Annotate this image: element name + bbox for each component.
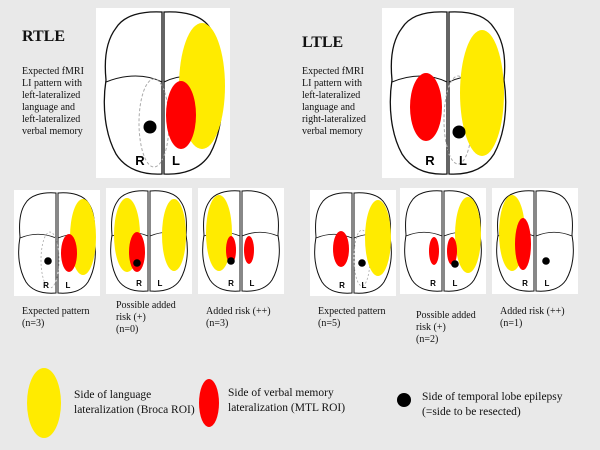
hemisphere-label-r: R bbox=[425, 153, 435, 168]
ltle-brain-panel: R L bbox=[382, 8, 514, 178]
ltle-added-risk-caption: Added risk (++) (n=1) bbox=[500, 306, 565, 329]
epilepsy-side-dot bbox=[143, 120, 157, 134]
ltle-added-risk-panel: R L bbox=[492, 188, 578, 294]
memory-lateralization-oval bbox=[61, 234, 77, 272]
rtle-brain-panel: R L bbox=[96, 8, 230, 178]
rtle-added-risk-caption: Added risk (++) (n=3) bbox=[206, 306, 271, 329]
hemisphere-label-r: R bbox=[430, 279, 436, 288]
hemisphere-label-r: R bbox=[136, 279, 142, 288]
legend-epilepsy-label: Side of temporal lobe epilepsy (=side to… bbox=[422, 391, 563, 418]
language-lateralization-oval bbox=[460, 30, 504, 156]
language-lateralization-oval bbox=[206, 195, 232, 271]
brain-diagram: R L bbox=[202, 190, 280, 292]
epilepsy-side-dot bbox=[133, 259, 141, 267]
rtle-expected-caption: Expected pattern (n=3) bbox=[22, 306, 90, 329]
memory-lateralization-oval bbox=[410, 73, 442, 141]
rtle-possible-risk-caption: Possible added risk (+) (n=0) bbox=[116, 300, 176, 335]
legend-epilepsy-symbol bbox=[397, 393, 411, 407]
brain-diagram: R L bbox=[496, 190, 574, 292]
hemisphere-label-l: L bbox=[459, 153, 467, 168]
hemisphere-label-r: R bbox=[339, 281, 345, 290]
memory-lateralization-oval bbox=[129, 232, 145, 272]
right-hemisphere-outline bbox=[103, 11, 163, 175]
rtle-expected-panel: R L bbox=[14, 190, 100, 296]
memory-lateralization-oval bbox=[244, 236, 254, 264]
hemisphere-label-l: L bbox=[453, 279, 458, 288]
brain-diagram: R L bbox=[110, 190, 188, 292]
memory-lateralization-oval bbox=[447, 237, 457, 265]
epilepsy-side-dot bbox=[358, 259, 366, 267]
hemisphere-label-l: L bbox=[66, 281, 71, 290]
ltle-expected-panel: R L bbox=[310, 190, 396, 296]
rtle-added-risk-panel: R L bbox=[198, 188, 284, 294]
memory-lateralization-oval bbox=[429, 237, 439, 265]
hemisphere-label-l: L bbox=[158, 279, 163, 288]
ltle-possible-risk-caption: Possible added risk (+) (n=2) bbox=[416, 310, 476, 345]
legend-memory-symbol bbox=[199, 379, 219, 427]
memory-lateralization-oval bbox=[226, 236, 236, 264]
hemisphere-label-r: R bbox=[43, 281, 49, 290]
legend-language-label: Side of language lateralization (Broca R… bbox=[74, 389, 195, 416]
brain-diagram: R L bbox=[18, 192, 96, 294]
ltle-possible-risk-panel: R L bbox=[400, 188, 486, 294]
hemisphere-label-r: R bbox=[522, 279, 528, 288]
legend-language-symbol bbox=[27, 368, 61, 438]
brain-diagram: R L bbox=[404, 190, 482, 292]
rtle-description: Expected fMRI LI pattern with left-later… bbox=[22, 66, 84, 137]
ltle-description: Expected fMRI LI pattern with left-later… bbox=[302, 66, 366, 137]
hemisphere-label-l: L bbox=[172, 153, 180, 168]
memory-lateralization-oval bbox=[333, 231, 349, 267]
rtle-brain-diagram: R L bbox=[103, 11, 225, 175]
memory-lateralization-oval bbox=[515, 218, 531, 270]
epilepsy-side-dot bbox=[452, 125, 466, 139]
ltle-title: LTLE bbox=[302, 34, 344, 51]
ltle-brain-diagram: R L bbox=[389, 11, 507, 175]
hemisphere-label-l: L bbox=[250, 279, 255, 288]
hemisphere-label-l: L bbox=[362, 281, 367, 290]
epilepsy-side-dot bbox=[542, 257, 550, 265]
hemisphere-label-l: L bbox=[545, 279, 550, 288]
ltle-expected-caption: Expected pattern (n=5) bbox=[318, 306, 386, 329]
hemisphere-label-r: R bbox=[135, 153, 145, 168]
rtle-title: RTLE bbox=[22, 28, 66, 45]
rtle-possible-risk-panel: R L bbox=[106, 188, 192, 294]
epilepsy-side-dot bbox=[44, 257, 52, 265]
hemisphere-label-r: R bbox=[228, 279, 234, 288]
language-lateralization-oval bbox=[162, 199, 186, 271]
memory-lateralization-oval bbox=[166, 81, 196, 149]
language-lateralization-oval bbox=[365, 200, 391, 276]
epilepsy-side-dot bbox=[227, 257, 235, 265]
language-lateralization-oval bbox=[455, 197, 481, 273]
epilepsy-side-dot bbox=[451, 260, 459, 268]
legend-memory-label: Side of verbal memory lateralization (MT… bbox=[228, 387, 346, 414]
brain-diagram: R L bbox=[314, 192, 392, 294]
